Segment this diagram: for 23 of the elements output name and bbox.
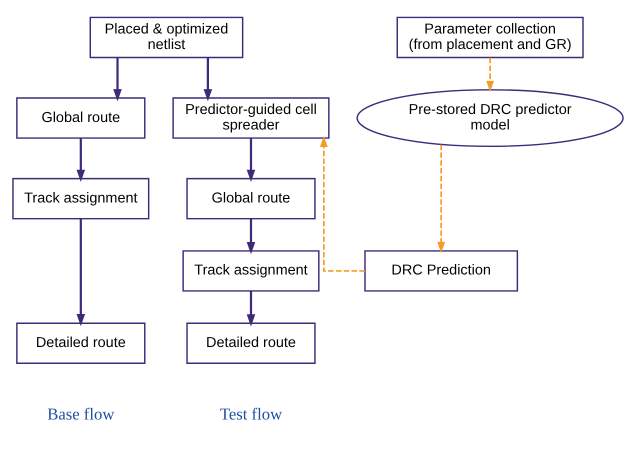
arrow (246, 138, 256, 182)
node-box: Detailed route (186, 322, 316, 364)
node-box: Detailed route (16, 322, 146, 364)
node-box: Track assignment (12, 178, 150, 220)
node-box: Predictor-guided cell spreader (172, 97, 330, 139)
node-ellipse: Pre-stored DRC predictor model (356, 89, 624, 148)
arrow (320, 136, 365, 272)
arrow (76, 218, 86, 326)
arrow (437, 144, 446, 253)
arrow (76, 138, 86, 182)
arrow (486, 58, 494, 92)
node-box: DRC Prediction (364, 250, 518, 292)
node-box: Global route (186, 178, 316, 220)
node-box: Global route (16, 97, 146, 139)
arrow (113, 58, 122, 102)
arrow (246, 291, 256, 327)
arrow (246, 218, 256, 254)
label: Base flow (47, 404, 114, 424)
arrow (204, 58, 212, 102)
node-box: Track assignment (182, 250, 320, 292)
node-box: Placed & optimized netlist (90, 16, 244, 58)
label: Test flow (220, 404, 282, 424)
node-box: Parameter collection (from placement and GR) (396, 16, 584, 58)
